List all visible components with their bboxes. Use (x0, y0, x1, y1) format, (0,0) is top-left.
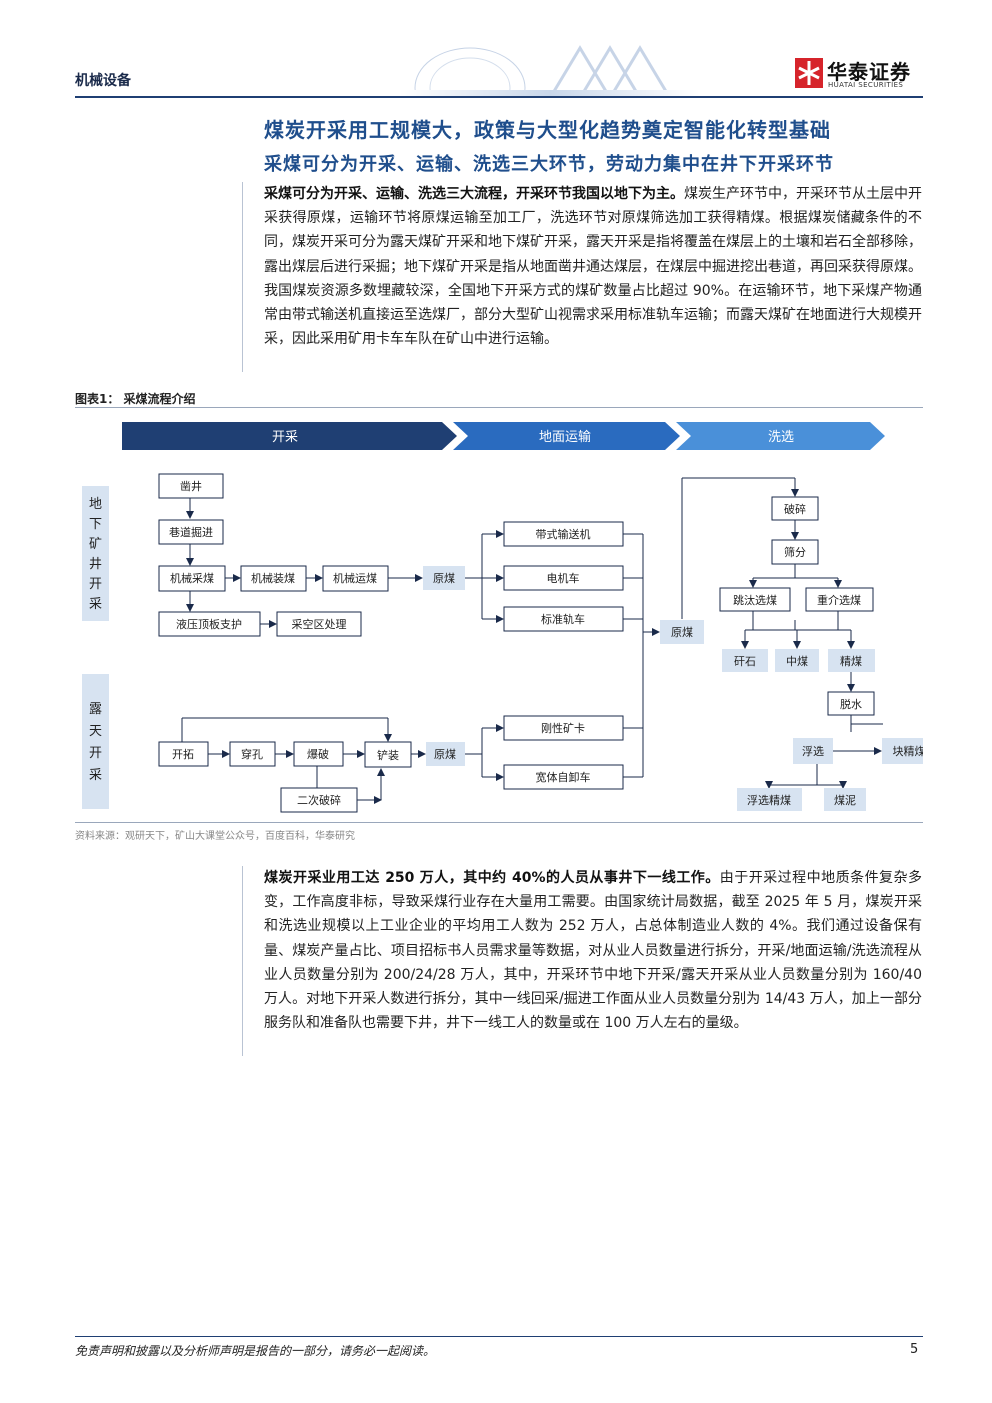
figure-bottom-rule (75, 822, 923, 823)
stage-label: 开采 (272, 430, 298, 445)
paragraph-side-rule (242, 866, 243, 1056)
box-label: 破碎 (784, 502, 806, 516)
huatai-logo-icon (795, 58, 823, 88)
box-label: 脱水 (840, 697, 862, 711)
stage-label: 洗选 (768, 430, 794, 445)
paragraph-1-lead: 采煤可分为开采、运输、洗选三大流程，开采环节我国以地下为主。 (264, 186, 684, 202)
box-fuxuanjingmei (737, 788, 802, 811)
page-number: 5 (910, 1342, 919, 1357)
box-kuanti (503, 764, 624, 790)
box-caikong (276, 611, 362, 637)
box-erci (280, 787, 358, 813)
box-label: 矸石 (734, 655, 756, 668)
box-label: 跳汰选煤 (733, 593, 777, 607)
box-kuaijingmei (882, 738, 923, 764)
box-zhongmei (775, 649, 819, 672)
box-label: 浮选 (802, 745, 824, 758)
box-label: 原煤 (434, 748, 456, 761)
box-label: 机械采煤 (170, 571, 214, 585)
box-daishi (503, 521, 624, 547)
header-decoration (400, 45, 700, 98)
side-label-open-pit: 露天开采 (89, 702, 102, 783)
box-hangdao (158, 519, 224, 545)
box-chanzhuang (364, 741, 412, 768)
box-yuanmei-mid (660, 620, 704, 644)
footer-rule (75, 1336, 923, 1337)
box-label: 凿井 (180, 479, 202, 493)
box-label: 带式输送机 (536, 527, 591, 541)
box-zuojing (158, 473, 224, 499)
box-dianjiche (503, 565, 624, 591)
box-label: 煤泥 (834, 794, 856, 807)
box-label: 浮选精煤 (747, 794, 791, 807)
box-kaituo (158, 741, 209, 767)
sub-heading: 采煤可分为开采、运输、洗选三大环节，劳动力集中在井下开采环节 (264, 154, 834, 175)
paragraph-2: 煤炭开采业用工达 250 万人，其中约 40%的人员从事井下一线工作。由于开采过… (264, 866, 922, 1035)
logo-en: HUATAI SECURITIES (828, 81, 904, 89)
side-panel-open-pit (82, 674, 109, 809)
stage-banner-xixuan (676, 422, 885, 450)
box-yeya (158, 611, 261, 637)
paragraph-2-lead: 煤炭开采业用工达 250 万人，其中约 40%的人员从事井下一线工作。 (264, 870, 720, 886)
main-heading: 煤炭开采用工规模大，政策与大型化趋势奠定智能化转型基础 (264, 118, 831, 142)
figure-top-rule (75, 407, 923, 408)
box-label: 液压顶板支护 (176, 617, 242, 631)
box-label: 刚性矿卡 (541, 721, 585, 735)
paragraph-2-body: 由于开采过程中地质条件复杂多变，工作高度非标，导致采煤行业存在大量用工需要。由国… (264, 870, 923, 1032)
box-label: 采空区处理 (292, 617, 347, 631)
stage-label: 地面运输 (539, 429, 591, 445)
box-label: 原煤 (433, 572, 455, 585)
box-ganshi (722, 649, 768, 672)
box-baopo (293, 741, 344, 767)
box-jixiezhuangmei (240, 565, 307, 592)
box-label: 块精煤 (893, 745, 924, 758)
box-jixiecaimei (158, 565, 226, 592)
box-label: 穿孔 (241, 747, 263, 761)
figure-title: 图表1： 采煤流程介绍 (75, 392, 196, 406)
box-zhongjie (805, 587, 874, 612)
box-yuanmei1 (423, 566, 465, 590)
box-label: 电机车 (547, 571, 580, 585)
box-shaifen (771, 539, 819, 565)
box-label: 原煤 (671, 626, 693, 639)
box-yuanmei2 (426, 742, 465, 766)
paragraph-1: 采煤可分为开采、运输、洗选三大流程，开采环节我国以地下为主。煤炭生产环节中，开采… (264, 182, 922, 351)
figure-source: 资料来源：观研天下，矿山大课堂公众号，百度百科，华泰研究 (75, 831, 355, 842)
footer-disclaimer: 免责声明和披露以及分析师声明是报告的一部分，请务必一起阅读。 (75, 1344, 436, 1358)
box-label: 铲装 (377, 748, 399, 762)
paragraph-side-rule (242, 182, 243, 372)
logo-cn: 华泰证券 (827, 60, 911, 84)
box-jingmei (828, 649, 875, 672)
box-label: 机械运煤 (333, 571, 377, 585)
section-title: 机械设备 (75, 73, 131, 89)
box-label: 巷道掘进 (169, 525, 213, 539)
box-label: 精煤 (840, 655, 862, 668)
box-label: 机械装煤 (251, 571, 295, 585)
paragraph-1-body: 煤炭生产环节中，开采环节从土层中开采获得原煤，运输环节将原煤运输至加工厂，洗选环… (264, 186, 922, 348)
side-label-underground: 地下矿井开采 (89, 497, 102, 612)
box-posui (771, 496, 819, 521)
box-biaozhun (503, 606, 624, 632)
box-label: 二次破碎 (297, 793, 341, 807)
box-meini (824, 788, 866, 811)
box-gangxing (503, 715, 624, 741)
stage-banner-kaicai (122, 422, 457, 450)
box-tiaotai (719, 587, 791, 612)
box-label: 开拓 (172, 747, 194, 761)
box-label: 爆破 (307, 747, 329, 761)
box-chuankong (229, 741, 276, 767)
box-jixieyunmei (322, 565, 389, 592)
box-label: 宽体自卸车 (536, 770, 591, 784)
stage-banner-yunshu (453, 422, 680, 450)
box-label: 标准轨车 (541, 612, 585, 626)
coal-process-diagram: 开采 地面运输 洗选 地下矿井开采 露天开采 (82, 422, 924, 813)
box-label: 重介选煤 (817, 593, 861, 607)
side-panel-underground (82, 486, 109, 621)
box-fuxuan (793, 738, 833, 764)
box-label: 筛分 (784, 545, 806, 559)
box-tuoshui (827, 691, 875, 716)
header-rule (75, 96, 923, 98)
box-label: 中煤 (786, 655, 808, 668)
